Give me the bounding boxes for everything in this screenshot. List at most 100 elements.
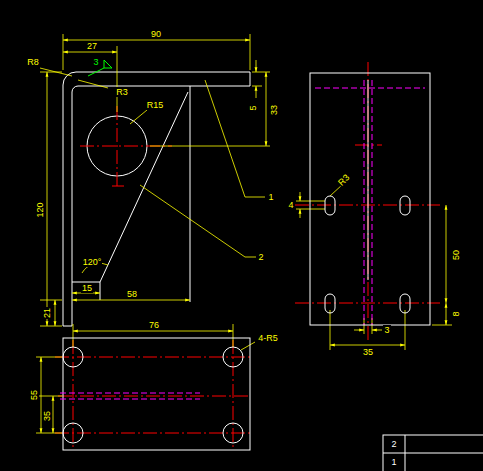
dimension-lines (205, 80, 245, 197)
dimension-lines (266, 72, 267, 146)
dimension-lines (372, 318, 373, 334)
title-block (383, 435, 483, 471)
dimension: 8 (451, 310, 461, 317)
dimension-lines (252, 72, 270, 73)
dimension-lines (36, 34, 452, 433)
dimension: 21 (42, 307, 52, 319)
hidden-lines (60, 393, 200, 394)
weld-size: 3 (92, 57, 99, 67)
dimension-lines (47, 72, 48, 326)
radius-label: R8 (26, 57, 40, 67)
dimension: 35 (362, 347, 374, 357)
dimension-lines (78, 80, 108, 88)
dimension-lines (364, 318, 365, 334)
dimension-lines (36, 357, 62, 358)
hidden-lines (372, 80, 373, 325)
dimension-lines (432, 325, 452, 326)
side-view-outline (400, 294, 410, 313)
hidden-lines (364, 80, 365, 325)
dimension: 3 (383, 325, 390, 335)
angle-label: 120° (82, 257, 103, 267)
dimension-lines (40, 72, 62, 73)
dimension-lines (256, 60, 257, 72)
front-view-outline (100, 282, 101, 300)
bottom-view-outline (63, 338, 250, 450)
side-view-outline (400, 196, 410, 215)
dimension-lines (36, 433, 62, 434)
side-view-outline (368, 80, 369, 280)
dimension-lines (245, 257, 256, 258)
front-view-outline (190, 86, 191, 302)
side-view-outline (310, 73, 430, 325)
side-view-outline (325, 294, 335, 313)
dimension-lines (140, 185, 245, 257)
center-lines (58, 396, 250, 397)
title-block (383, 453, 483, 454)
table-cell: 2 (390, 439, 397, 449)
center-lines (55, 357, 250, 358)
callout-number: 1 (267, 192, 274, 202)
hidden-lines (315, 88, 425, 89)
hole-note: 4-R5 (257, 333, 279, 343)
center-lines (368, 62, 369, 340)
dimension-lines (405, 310, 406, 350)
center-lines (117, 106, 118, 186)
dimension-lines (300, 209, 301, 218)
dimension-lines (252, 86, 262, 87)
dimension: 58 (126, 289, 138, 299)
table-cell: 1 (390, 457, 397, 467)
bottom-view-outline (63, 338, 250, 450)
dimension-lines (53, 396, 54, 433)
bottom-view-outline (63, 423, 83, 443)
dimension-lines (446, 205, 447, 303)
dimension-lines (256, 86, 257, 98)
dimension-lines (117, 46, 118, 112)
dimension: 27 (86, 41, 98, 51)
dimension-lines (63, 52, 117, 53)
callout-number: 2 (257, 252, 264, 262)
dimension-lines (36, 396, 62, 397)
dimension-lines (40, 326, 62, 327)
dimension-lines (330, 345, 405, 346)
dimension: 5 (248, 104, 258, 111)
dimension-lines (245, 197, 265, 198)
dimension-lines (130, 110, 147, 124)
dimension: 55 (29, 389, 39, 401)
hidden-lines (60, 399, 200, 400)
dimension: 33 (269, 104, 279, 116)
side-view-outline (325, 196, 335, 215)
dimension-lines (40, 68, 72, 76)
dimension-lines (55, 300, 56, 326)
dimension-lines (241, 342, 255, 350)
front-view-outline (63, 72, 250, 326)
dimension: 76 (148, 320, 160, 330)
dimension: 35 (42, 410, 52, 422)
bottom-view-outline (63, 347, 83, 367)
dimension-lines (354, 330, 364, 331)
dimension-lines (150, 146, 270, 147)
title-block (383, 435, 483, 471)
center-lines (55, 62, 440, 450)
dimension: 120 (35, 201, 45, 218)
bottom-view-outline (223, 423, 243, 443)
radius-label: R15 (146, 100, 165, 110)
bottom-view-outline (223, 347, 243, 367)
center-lines (112, 186, 124, 187)
radius-label: R3 (336, 172, 353, 189)
dimension-lines (300, 192, 301, 201)
dimension: 50 (451, 249, 461, 261)
radius-label: R3 (115, 87, 129, 97)
dimension-lines (330, 310, 331, 350)
dimension-lines (372, 330, 382, 331)
center-lines (55, 433, 250, 434)
dimension-lines (73, 324, 74, 347)
dimension-lines (446, 303, 447, 325)
dimension-lines (250, 34, 251, 70)
dimension: 90 (150, 29, 162, 39)
front-view-outline (100, 92, 188, 282)
dimension-lines (73, 331, 233, 332)
dimension-lines (40, 300, 62, 301)
front-view-outline (63, 72, 250, 326)
